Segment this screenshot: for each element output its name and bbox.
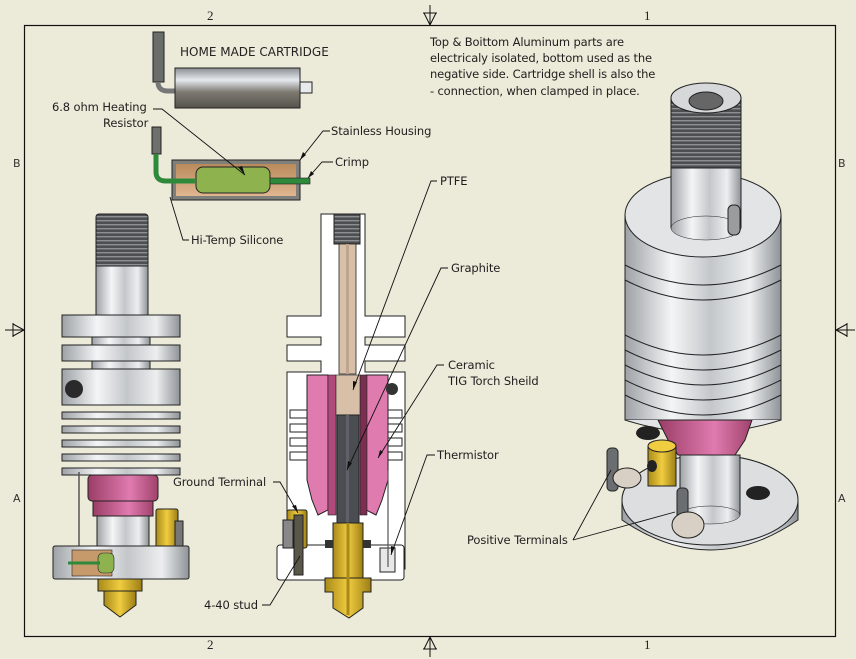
isolation-note: Top & Boittom Aluminum parts are electri… — [430, 35, 656, 98]
cartridge-title: HOME MADE CARTRIDGE — [180, 45, 329, 59]
center-marker-left-icon — [5, 323, 26, 337]
zone-top-2: 2 — [207, 8, 214, 23]
hotend-isometric-view — [606, 82, 799, 551]
leader-ground-terminal — [273, 481, 299, 514]
label-hi-temp-silicone: Hi-Temp Silicone — [191, 233, 284, 247]
zone-left-b: B — [13, 157, 21, 170]
label-ceramic-line2: TIG Torch Sheild — [448, 374, 539, 388]
zone-bottom-2: 2 — [207, 637, 214, 652]
leader-thermistor — [390, 454, 435, 556]
center-marker-bottom-icon — [423, 635, 437, 657]
zone-right-b: B — [838, 157, 846, 170]
zone-top-1: 1 — [644, 8, 651, 23]
label-stud: 4-40 stud — [204, 598, 258, 612]
leader-ptfe — [352, 180, 437, 391]
cartridge-section — [151, 126, 311, 201]
label-ceramic-line1: Ceramic — [448, 358, 495, 372]
label-ground-terminal: Ground Terminal — [173, 475, 267, 489]
leader-positive-terminal-1 — [572, 469, 612, 541]
leader-graphite — [346, 267, 448, 471]
label-heating-resistor-line1: 6.8 ohm Heating — [52, 100, 147, 114]
leader-arrowheads — [238, 152, 395, 555]
leader-hi-temp-silicone — [169, 196, 189, 241]
label-crimp: Crimp — [335, 155, 369, 169]
zone-bottom-1: 1 — [644, 637, 651, 652]
leader-ceramic — [377, 364, 444, 459]
leader-stud — [262, 555, 301, 606]
leader-crimp — [307, 161, 333, 179]
hotend-side-view — [52, 213, 190, 618]
cartridge-render — [152, 31, 313, 109]
zone-right-a: A — [838, 492, 846, 505]
zone-left-a: A — [13, 492, 21, 505]
center-marker-right-icon — [834, 323, 855, 337]
hotend-cross-section — [276, 213, 406, 619]
leader-heating-resistor — [153, 108, 246, 176]
label-stainless-housing: Stainless Housing — [331, 124, 432, 138]
leader-stainless-housing — [299, 130, 330, 161]
label-ptfe: PTFE — [440, 174, 468, 188]
label-positive-terminals: Positive Terminals — [467, 533, 568, 547]
label-heating-resistor-line2: Resistor — [103, 116, 149, 130]
label-thermistor: Thermistor — [437, 448, 499, 462]
label-graphite: Graphite — [451, 261, 501, 275]
leader-positive-terminal-2 — [572, 511, 676, 541]
center-marker-top-icon — [423, 5, 437, 27]
